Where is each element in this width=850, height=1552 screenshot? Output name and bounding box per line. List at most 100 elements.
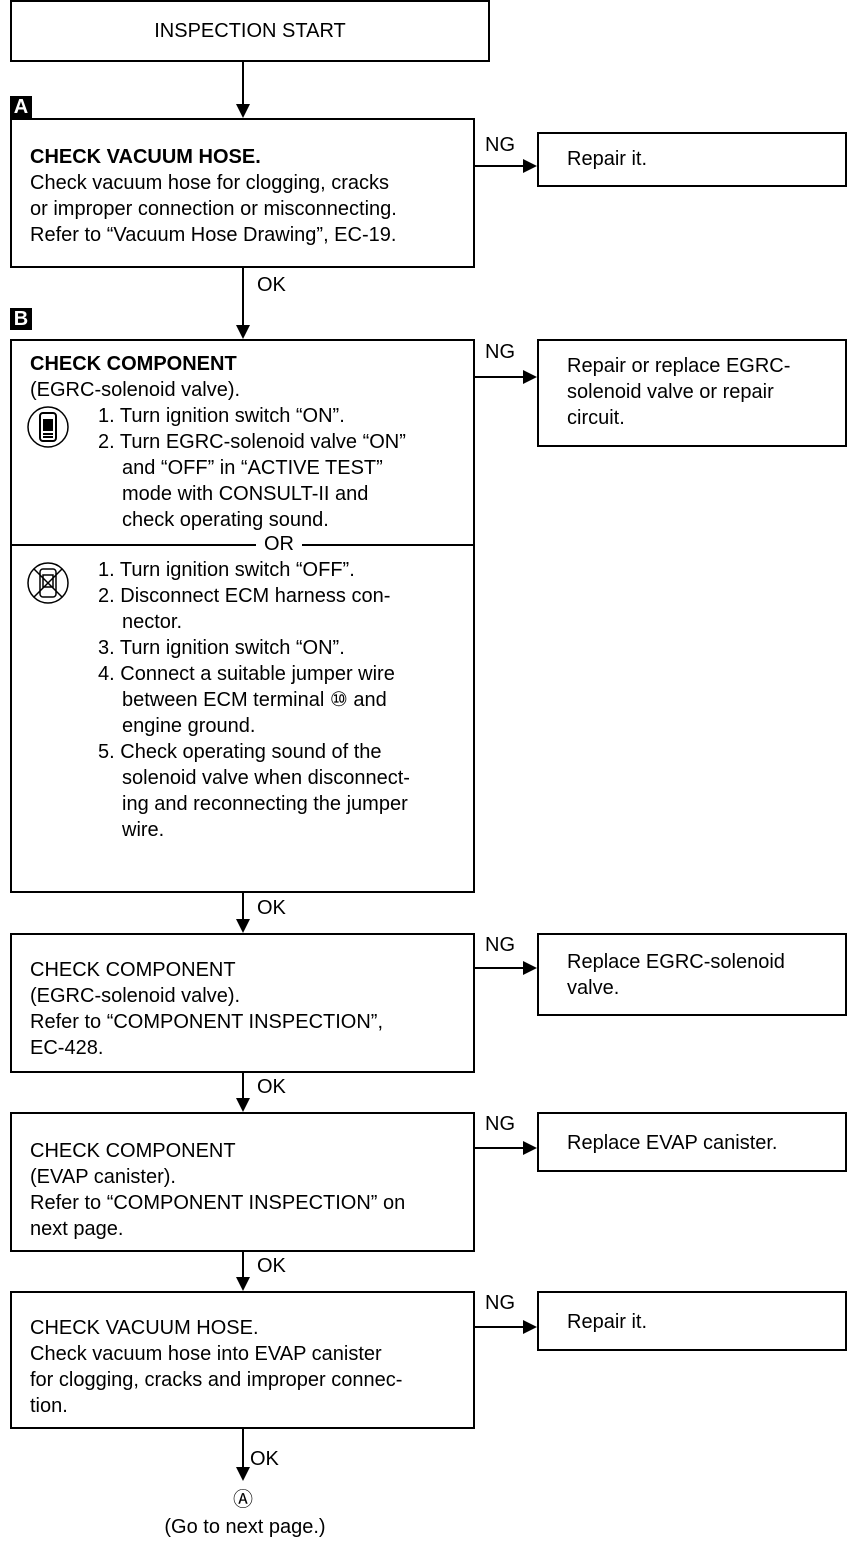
manual-step-cont: engine ground. (122, 715, 256, 737)
step-a-line: or improper connection or misconnecting. (30, 198, 397, 220)
consult-step: 2. Turn EGRC-solenoid valve “ON” (98, 429, 406, 455)
arrow-down-icon (236, 1098, 250, 1112)
step-a-line: Refer to “Vacuum Hose Drawing”, EC-19. (30, 224, 397, 246)
step-b-ng-line: solenoid valve or repair (567, 381, 774, 403)
ng-label: NG (485, 1292, 515, 1314)
arrow-right-icon (523, 370, 537, 384)
consult-step: 1. Turn ignition switch “ON”. (98, 403, 345, 429)
ng-connector-e (475, 1326, 525, 1328)
ok-label: OK (257, 1076, 286, 1098)
manual-step-cont: solenoid valve when disconnect- (122, 767, 410, 789)
step-a-title: CHECK VACUUM HOSE. (30, 146, 261, 168)
manual-step-num: 2. (98, 585, 115, 607)
arrow-down-icon (236, 325, 250, 339)
manual-step-num: 5. (98, 741, 115, 763)
arrow-right-icon (523, 1320, 537, 1334)
manual-step-cont: wire. (122, 819, 165, 841)
connector-c-d (242, 1073, 244, 1100)
manual-step-text: Check operating sound of the (120, 741, 382, 763)
arrow-right-icon (523, 961, 537, 975)
step-d-box: CHECK COMPONENT (EVAP canister). Refer t… (10, 1112, 475, 1252)
step-d-line: Refer to “COMPONENT INSPECTION” on (30, 1192, 406, 1214)
inspection-start-box: INSPECTION START (10, 0, 490, 62)
step-b-ng-box: Repair or replace EGRC- solenoid valve o… (537, 339, 847, 447)
step-d-ng-box: Replace EVAP canister. (537, 1112, 847, 1172)
ok-label: OK (257, 274, 286, 296)
ng-label: NG (485, 934, 515, 956)
step-e-line: for clogging, cracks and improper connec… (30, 1369, 403, 1391)
ng-label: NG (485, 341, 515, 363)
connector-d-e (242, 1252, 244, 1279)
ng-connector-c (475, 967, 525, 969)
connector-b-c (242, 893, 244, 920)
consult-step-cont: check operating sound. (122, 509, 329, 531)
step-c-line: Refer to “COMPONENT INSPECTION”, (30, 1011, 384, 1033)
or-divider (12, 544, 473, 546)
step-c-line: (EGRC-solenoid valve). (30, 985, 241, 1007)
consult-step-num: 1. (98, 405, 115, 427)
inspection-start-label: INSPECTION START (154, 20, 346, 42)
step-a-box: CHECK VACUUM HOSE. Check vacuum hose for… (10, 118, 475, 268)
manual-step-cont: between ECM terminal ⑩ and (122, 689, 387, 711)
arrow-down-icon (236, 1277, 250, 1291)
arrow-down-icon (236, 1467, 250, 1481)
manual-step-text: Disconnect ECM harness con- (120, 585, 391, 607)
step-b-title: CHECK COMPONENT (30, 353, 237, 375)
manual-step: 4. Connect a suitable jumper wire (98, 661, 395, 687)
ng-label: NG (485, 1113, 515, 1135)
no-consult-icon (27, 562, 69, 604)
consult-step-cont: mode with CONSULT-II and (122, 483, 369, 505)
consult-step-text: Turn ignition switch “ON”. (119, 405, 345, 427)
manual-step: 2. Disconnect ECM harness con- (98, 583, 390, 609)
manual-step-text: Turn ignition switch “ON”. (119, 637, 345, 659)
manual-step-num: 3. (98, 637, 115, 659)
marker-b: B (10, 308, 32, 330)
connector-e-end (242, 1429, 244, 1469)
arrow-down-icon (236, 104, 250, 118)
consult-tester-icon (27, 406, 69, 448)
manual-step-cont: ing and reconnecting the jumper (122, 793, 408, 815)
step-e-line: Check vacuum hose into EVAP canister (30, 1343, 382, 1365)
ng-label: NG (485, 134, 515, 156)
manual-step: 3. Turn ignition switch “ON”. (98, 635, 345, 661)
step-c-ng-line: valve. (567, 977, 620, 999)
arrow-down-icon (236, 919, 250, 933)
step-b-ng-line: Repair or replace EGRC- (567, 355, 791, 377)
ok-label: OK (257, 897, 286, 919)
ng-connector-a (475, 165, 525, 167)
step-e-box: CHECK VACUUM HOSE. Check vacuum hose int… (10, 1291, 475, 1429)
arrow-right-icon (523, 1141, 537, 1155)
continuation-note: (Go to next page.) (164, 1516, 326, 1538)
step-a-ng-box: Repair it. (537, 132, 847, 187)
ok-label: OK (257, 1255, 286, 1277)
continuation-connector: Ⓐ (233, 1489, 253, 1511)
step-c-ng-box: Replace EGRC-solenoid valve. (537, 933, 847, 1016)
step-d-line: (EVAP canister). (30, 1166, 176, 1188)
ok-label: OK (250, 1448, 279, 1470)
consult-step-cont: and “OFF” in “ACTIVE TEST” (122, 457, 383, 479)
manual-step-text: Connect a suitable jumper wire (120, 663, 395, 685)
step-c-line: CHECK COMPONENT (30, 959, 236, 981)
step-a-line: Check vacuum hose for clogging, cracks (30, 172, 390, 194)
step-b-box: CHECK COMPONENT (EGRC-solenoid valve). 1… (10, 339, 475, 893)
arrow-right-icon (523, 159, 537, 173)
step-c-ng-line: Replace EGRC-solenoid (567, 951, 785, 973)
step-b-subtitle: (EGRC-solenoid valve). (30, 379, 241, 401)
ng-connector-b (475, 376, 525, 378)
step-d-ng-line: Replace EVAP canister. (567, 1132, 778, 1154)
manual-step-text: Turn ignition switch “OFF”. (119, 559, 355, 581)
manual-step-num: 1. (98, 559, 115, 581)
step-e-line: CHECK VACUUM HOSE. (30, 1317, 259, 1339)
manual-step-cont: nector. (122, 611, 183, 633)
connector-start-a (242, 62, 244, 106)
ng-connector-d (475, 1147, 525, 1149)
step-a-ng-result: Repair it. (567, 148, 648, 170)
step-b-ng-line: circuit. (567, 407, 625, 429)
consult-step-text: Turn EGRC-solenoid valve “ON” (119, 431, 406, 453)
step-e-ng-box: Repair it. (537, 1291, 847, 1351)
step-d-line: CHECK COMPONENT (30, 1140, 236, 1162)
or-label: OR (256, 532, 302, 556)
marker-a: A (10, 96, 32, 118)
step-c-line: EC-428. (30, 1037, 104, 1059)
manual-step: 1. Turn ignition switch “OFF”. (98, 557, 355, 583)
